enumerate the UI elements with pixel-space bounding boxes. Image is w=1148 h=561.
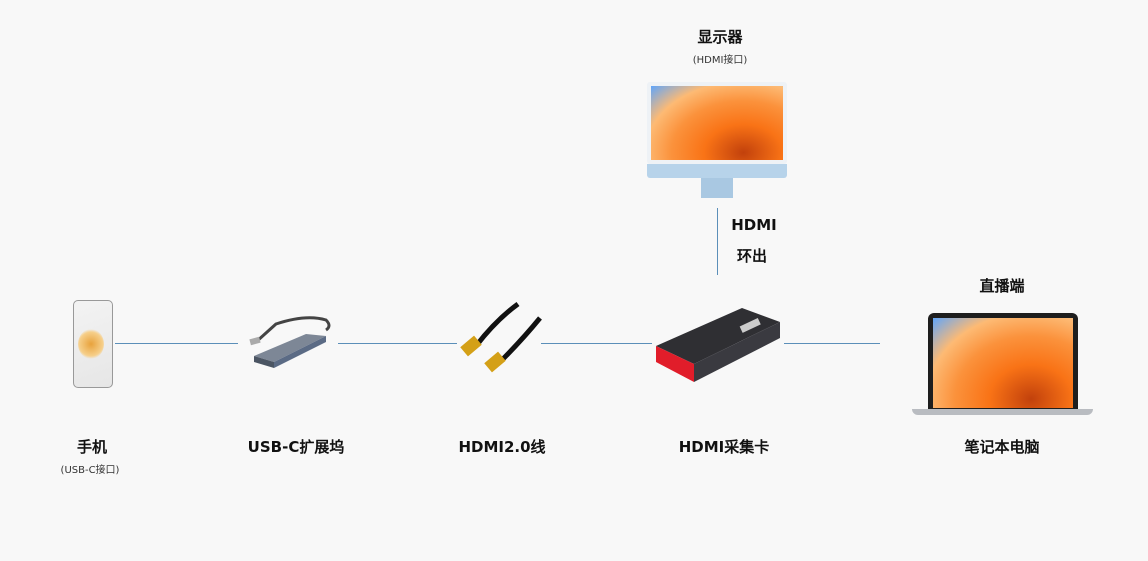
- hub-label: USB-C扩展坞: [247, 438, 345, 456]
- phone-sub-label: (USB-C接口): [60, 465, 120, 476]
- cable-label: HDMI2.0线: [458, 438, 546, 456]
- streaming-end-label: 直播端: [979, 277, 1025, 295]
- laptop-base: [912, 409, 1093, 415]
- loop-out-label-line2: 环出: [736, 247, 768, 265]
- connector-cable-capture: [541, 343, 652, 344]
- connector-capture-laptop: [784, 343, 880, 344]
- monitor-image: [647, 82, 787, 200]
- phone-image: [73, 300, 113, 388]
- laptop-label: 笔记本电脑: [964, 438, 1040, 456]
- phone-label: 手机: [76, 438, 108, 456]
- capture-card-label: HDMI采集卡: [678, 438, 770, 456]
- laptop-image: [928, 313, 1078, 410]
- connector-capture-monitor: [717, 208, 718, 275]
- monitor-label: 显示器: [697, 28, 743, 46]
- connector-hub-cable: [338, 343, 457, 344]
- capture-card-image: [656, 308, 780, 382]
- loop-out-label-line1: HDMI: [731, 216, 777, 234]
- connector-phone-hub: [115, 343, 238, 344]
- hdmi-cable-image: [460, 301, 542, 373]
- monitor-sub-label: (HDMI接口): [692, 55, 748, 66]
- usb-c-hub-image: [249, 316, 331, 368]
